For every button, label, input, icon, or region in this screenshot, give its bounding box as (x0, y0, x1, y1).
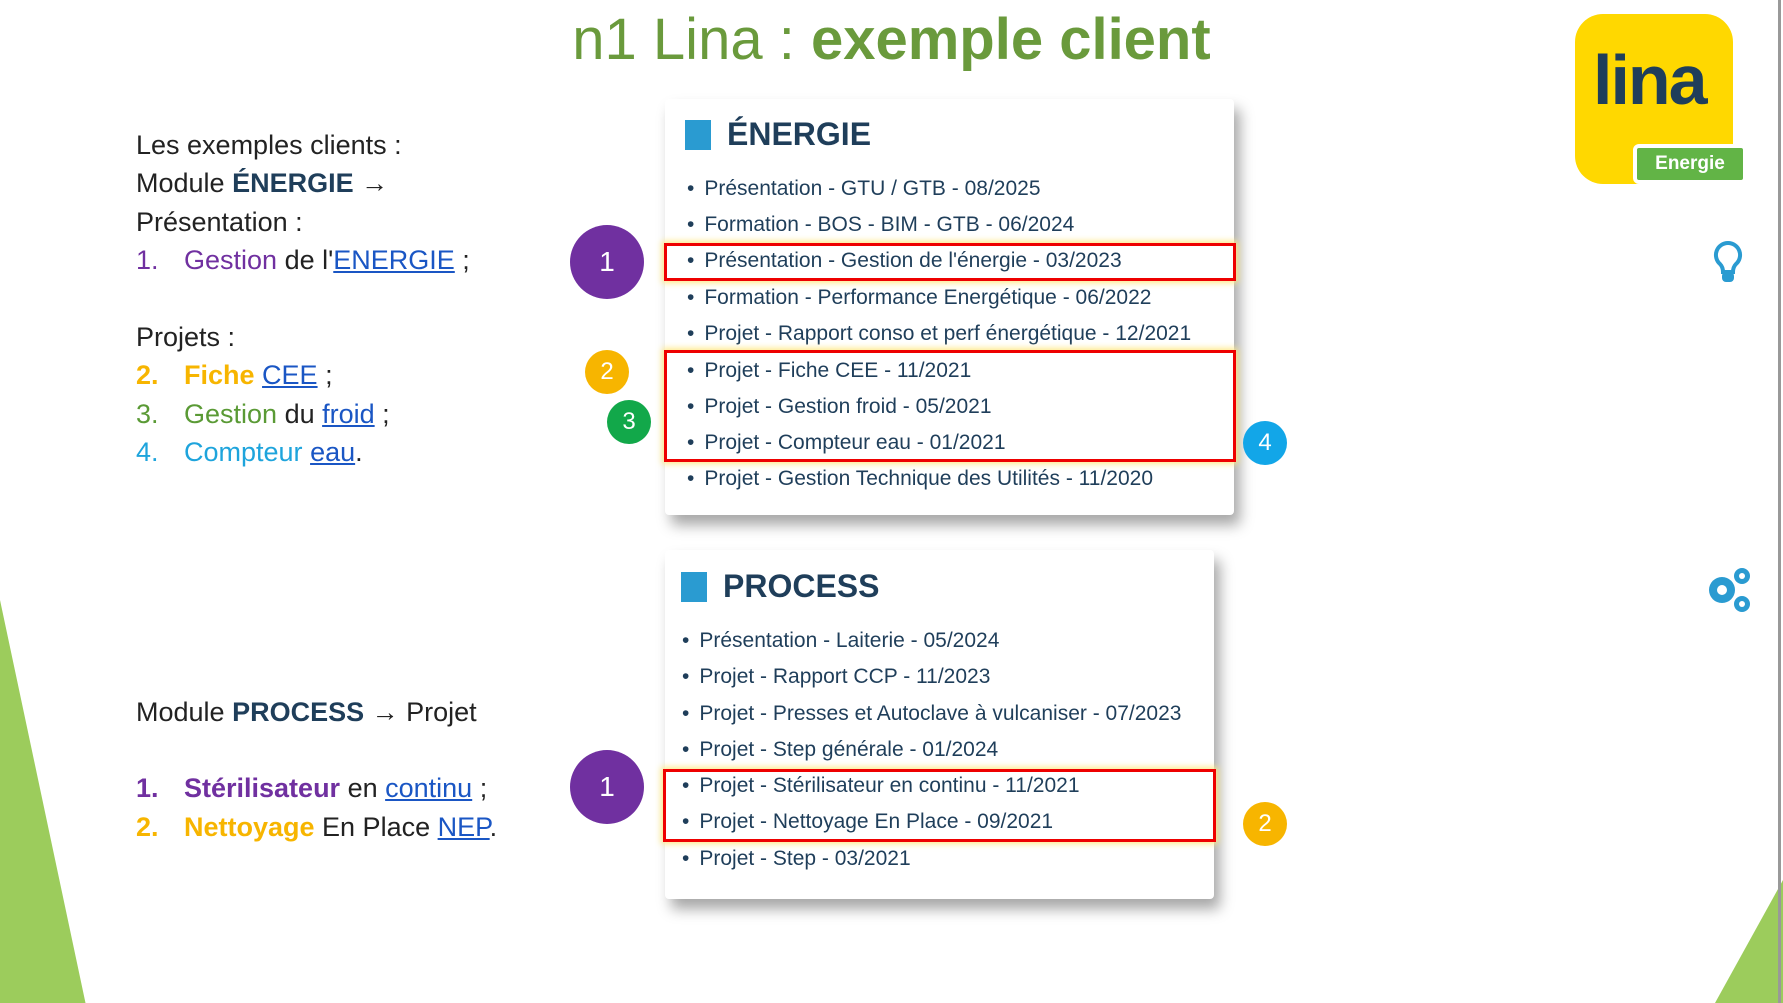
list-item[interactable]: Projet - Gestion Technique des Utilités … (687, 467, 1153, 491)
module-energie-label: Module ÉNERGIE → (136, 168, 389, 198)
presentation-label: Présentation : (136, 207, 303, 237)
process-heading: PROCESS (681, 568, 879, 605)
link-continu[interactable]: continu (385, 773, 473, 803)
energie-heading: ÉNERGIE (685, 116, 871, 153)
list-item: 2.Nettoyage En Place NEP. (136, 812, 498, 842)
list-item[interactable]: Formation - BOS - BIM - GTB - 06/2024 (687, 213, 1074, 237)
link-froid[interactable]: froid (322, 399, 375, 429)
list-item: 1.Stérilisateur en continu ; (136, 773, 488, 803)
highlight-box (664, 243, 1236, 281)
list-item: 4.Compteur eau. (136, 437, 363, 467)
list-item[interactable]: Présentation - Gestion de l'énergie - 03… (687, 249, 1121, 273)
link-cee[interactable]: CEE (262, 360, 318, 390)
gears-icon (1709, 568, 1750, 612)
list-item[interactable]: Formation - Performance Energétique - 06… (687, 286, 1151, 310)
list-item: 3.Gestion du froid ; (136, 399, 390, 429)
list-item[interactable]: Projet - Nettoyage En Place - 09/2021 (682, 810, 1053, 834)
lina-logo: lina Energie (1575, 14, 1750, 186)
list-item[interactable]: Présentation - GTU / GTB - 08/2025 (687, 177, 1040, 201)
highlight-box (664, 350, 1236, 462)
list-item[interactable]: Projet - Fiche CEE - 11/2021 (687, 359, 971, 383)
list-item[interactable]: Projet - Stérilisateur en continu - 11/2… (682, 774, 1079, 798)
logo-badge: Energie (1633, 144, 1747, 184)
right-border (1778, 0, 1781, 1003)
green-triangle-left (0, 600, 86, 1003)
list-item[interactable]: Projet - Presses et Autoclave à vulcanis… (682, 702, 1181, 726)
marker-2: 2 (585, 350, 629, 394)
marker-4: 4 (1243, 421, 1287, 465)
energie-card: ÉNERGIE Présentation - GTU / GTB - 08/20… (665, 99, 1234, 515)
highlight-box (663, 769, 1216, 842)
lightbulb-icon (1713, 240, 1743, 282)
link-energie[interactable]: ENERGIE (333, 245, 455, 275)
projets-label: Projets : (136, 322, 236, 352)
green-triangle-right (1715, 880, 1783, 1003)
marker-3: 3 (607, 400, 651, 444)
marker-1: 1 (570, 225, 644, 299)
slide-title: n1 Lina : exemple client (572, 7, 1211, 72)
link-nep[interactable]: NEP (437, 812, 490, 842)
list-item: 1.Gestion de l'ENERGIE ; (136, 245, 470, 275)
link-eau[interactable]: eau (310, 437, 356, 467)
list-item[interactable]: Projet - Step générale - 01/2024 (682, 738, 998, 762)
list-item[interactable]: Projet - Compteur eau - 01/2021 (687, 431, 1005, 455)
process-card: PROCESS Présentation - Laiterie - 05/202… (665, 550, 1214, 899)
marker-1: 1 (570, 750, 644, 824)
list-item[interactable]: Projet - Rapport conso et perf énergétiq… (687, 322, 1191, 346)
list-item[interactable]: Projet - Gestion froid - 05/2021 (687, 395, 991, 419)
module-process-label: Module PROCESS → Projet (136, 697, 477, 727)
marker-2: 2 (1243, 802, 1287, 846)
list-item[interactable]: Projet - Rapport CCP - 11/2023 (682, 665, 990, 689)
list-item[interactable]: Projet - Step - 03/2021 (682, 847, 910, 871)
list-item[interactable]: Présentation - Laiterie - 05/2024 (682, 629, 999, 653)
list-item: 2.Fiche CEE ; (136, 360, 333, 390)
intro-text: Les exemples clients : (136, 130, 402, 160)
